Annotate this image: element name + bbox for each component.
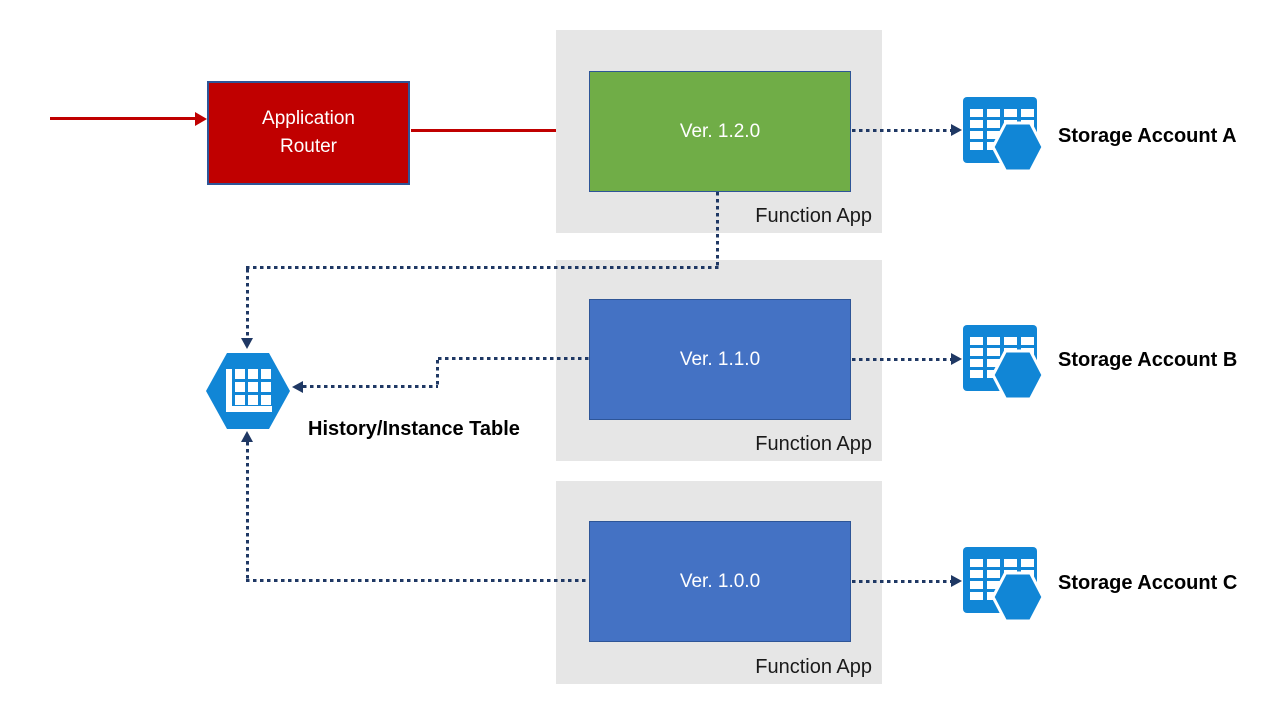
v100-to-history-segment-2 bbox=[246, 442, 249, 582]
application-router-box: Application Router bbox=[207, 81, 410, 185]
inbound-arrow-head bbox=[195, 112, 207, 126]
table-storage-icon bbox=[963, 325, 1045, 401]
storage-account-b-label: Storage Account B bbox=[1058, 349, 1238, 371]
v120-to-history-segment-1 bbox=[716, 192, 719, 268]
v110-to-storage-b-head bbox=[951, 353, 962, 365]
v110-to-history-segment-1 bbox=[438, 357, 589, 360]
table-hexagon-icon bbox=[206, 353, 290, 429]
v120-to-storage-a-head bbox=[951, 124, 962, 136]
version-box-v120: Ver. 1.2.0 bbox=[589, 71, 851, 192]
version-label: Ver. 1.2.0 bbox=[679, 120, 761, 142]
table-storage-icon bbox=[963, 547, 1045, 623]
storage-account-c-label: Storage Account C bbox=[1058, 572, 1238, 594]
v120-to-history-segment-3 bbox=[246, 269, 249, 338]
v100-to-history-head bbox=[241, 431, 253, 442]
v110-to-history-head bbox=[292, 381, 303, 393]
function-app-label: Function App bbox=[755, 205, 872, 227]
version-label: Ver. 1.1.0 bbox=[679, 348, 761, 370]
version-label: Ver. 1.0.0 bbox=[679, 570, 761, 592]
table-storage-icon bbox=[963, 97, 1045, 173]
history-instance-table-label: History/Instance Table bbox=[308, 418, 520, 440]
storage-account-a-label: Storage Account A bbox=[1058, 125, 1237, 147]
application-router-label: Application Router bbox=[262, 108, 355, 157]
v110-to-history-segment-2 bbox=[436, 360, 439, 387]
v120-to-history-head bbox=[241, 338, 253, 349]
version-box-v100: Ver. 1.0.0 bbox=[589, 521, 851, 642]
v110-to-history-segment-3 bbox=[303, 385, 438, 388]
v100-to-storage-c-line bbox=[852, 580, 952, 583]
version-box-v110: Ver. 1.1.0 bbox=[589, 299, 851, 420]
function-app-label: Function App bbox=[755, 433, 872, 455]
v120-to-storage-a-line bbox=[852, 129, 952, 132]
inbound-arrow-line bbox=[50, 117, 197, 120]
v120-to-history-segment-2 bbox=[246, 266, 719, 269]
v100-to-history-segment-1 bbox=[246, 579, 589, 582]
v110-to-storage-b-line bbox=[852, 358, 952, 361]
router-to-v120-arrow-line bbox=[411, 129, 578, 132]
v100-to-storage-c-head bbox=[951, 575, 962, 587]
function-app-label: Function App bbox=[755, 656, 872, 678]
